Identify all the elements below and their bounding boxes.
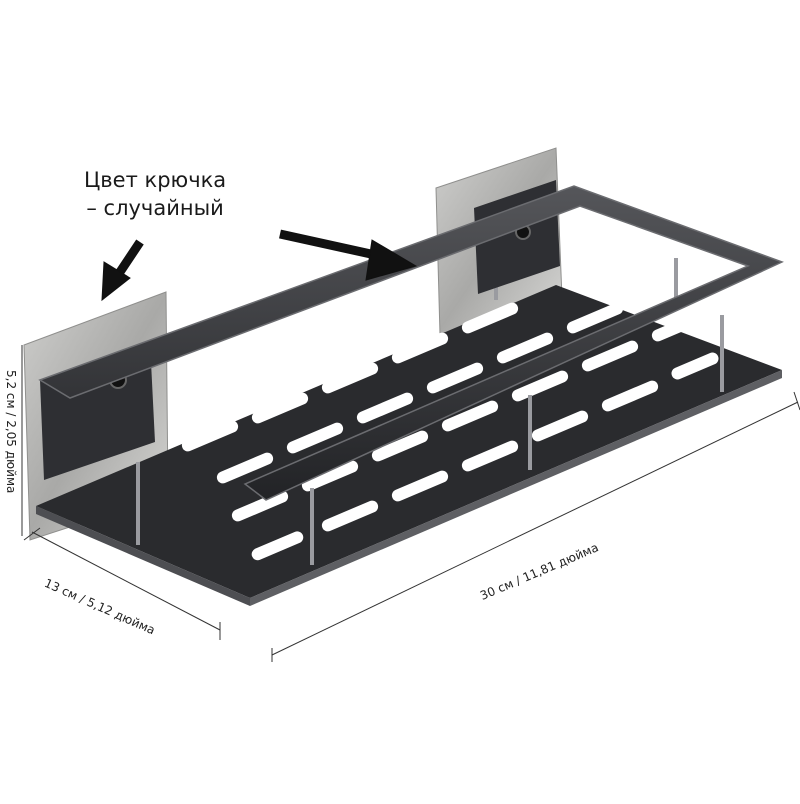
shelf-top-rail bbox=[38, 185, 784, 501]
arrow-icon-left bbox=[101, 239, 144, 302]
shelf-base-right-edge bbox=[250, 370, 782, 606]
arrow-icon-right bbox=[279, 229, 418, 281]
shelf-base-front-edge bbox=[36, 506, 250, 606]
dimension-lines bbox=[21, 345, 800, 662]
drain-slots bbox=[181, 302, 719, 561]
hook-color-note: Цвет крючка – случайный bbox=[84, 166, 226, 222]
hook-color-line-1: Цвет крючка bbox=[84, 168, 227, 192]
hook-color-line-2: – случайный bbox=[86, 196, 224, 220]
height-dimension-label: 5,2 см / 2,05 дюйма bbox=[4, 370, 18, 494]
